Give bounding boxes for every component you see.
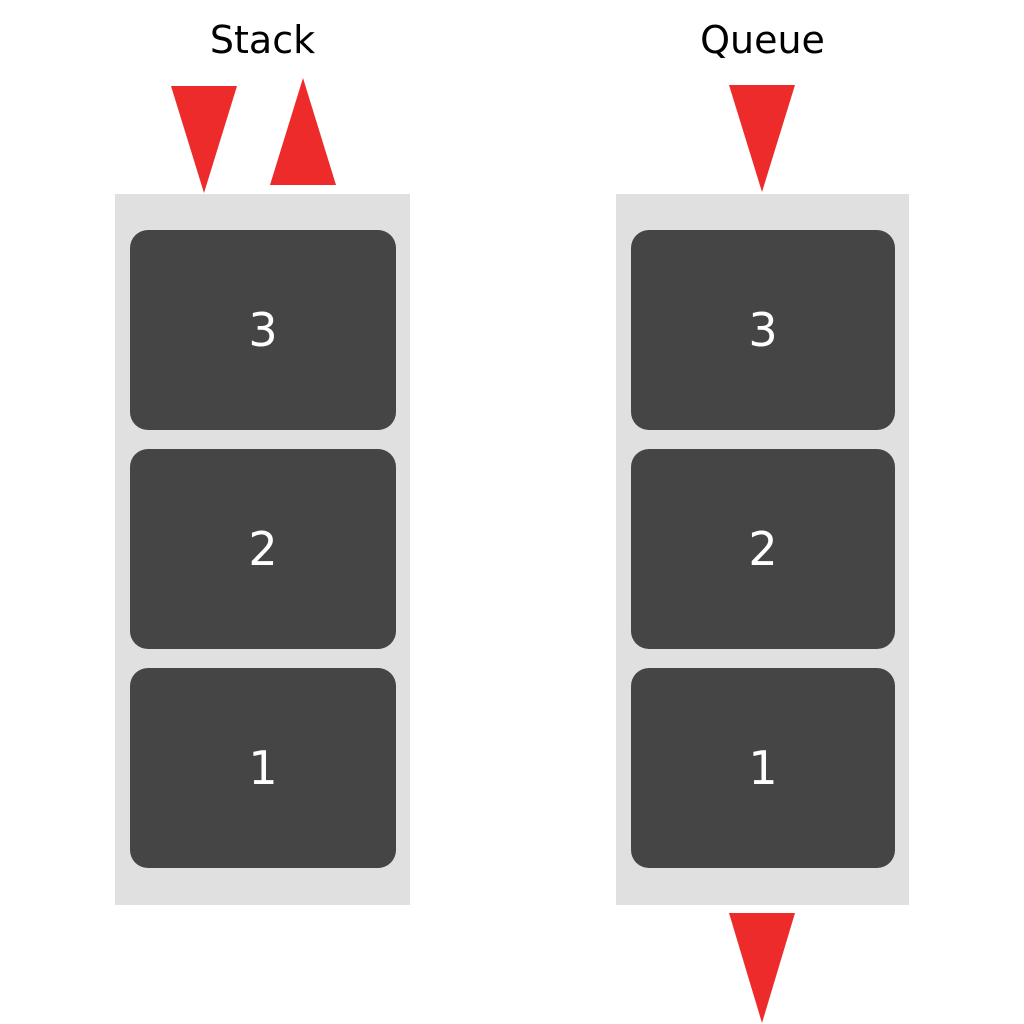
queue-title: Queue bbox=[700, 18, 825, 62]
queue-item-box: 3 bbox=[631, 230, 895, 430]
stack-item-box: 3 bbox=[130, 230, 396, 430]
queue-item-box: 2 bbox=[631, 449, 895, 649]
stack-container: 3 2 1 bbox=[115, 194, 410, 905]
stack-push-down-arrow-icon bbox=[171, 86, 237, 193]
stack-pop-up-arrow-icon bbox=[270, 78, 336, 185]
queue-dequeue-down-arrow-icon bbox=[729, 913, 795, 1023]
stack-item-box: 2 bbox=[130, 449, 396, 649]
stack-item-box: 1 bbox=[130, 668, 396, 868]
stack-title: Stack bbox=[209, 18, 316, 62]
queue-container: 3 2 1 bbox=[616, 194, 909, 905]
queue-item-box: 1 bbox=[631, 668, 895, 868]
queue-enqueue-down-arrow-icon bbox=[729, 85, 795, 192]
